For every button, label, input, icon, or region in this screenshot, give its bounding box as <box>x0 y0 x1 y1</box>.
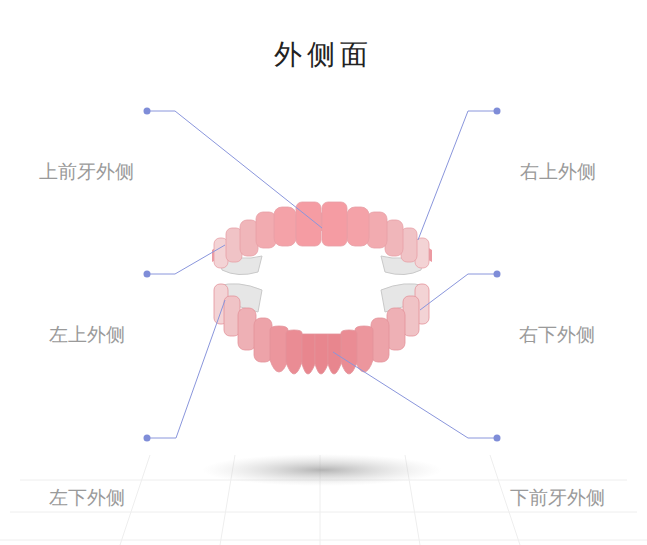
drop-shadow <box>202 454 442 486</box>
region-label: 右上外侧 <box>520 159 596 185</box>
diagram-title: 外侧面 <box>274 36 373 74</box>
upper-teeth <box>214 202 429 268</box>
floor-grid <box>0 455 647 545</box>
region-label: 左上外侧 <box>49 322 125 348</box>
region-label: 下前牙外侧 <box>510 485 605 511</box>
leader-dots <box>144 108 501 442</box>
lower-teeth <box>214 284 429 374</box>
region-label: 上前牙外侧 <box>39 159 134 185</box>
region-label: 左下外侧 <box>49 485 125 511</box>
region-label: 右下外侧 <box>519 322 595 348</box>
leader-lines <box>147 111 497 438</box>
